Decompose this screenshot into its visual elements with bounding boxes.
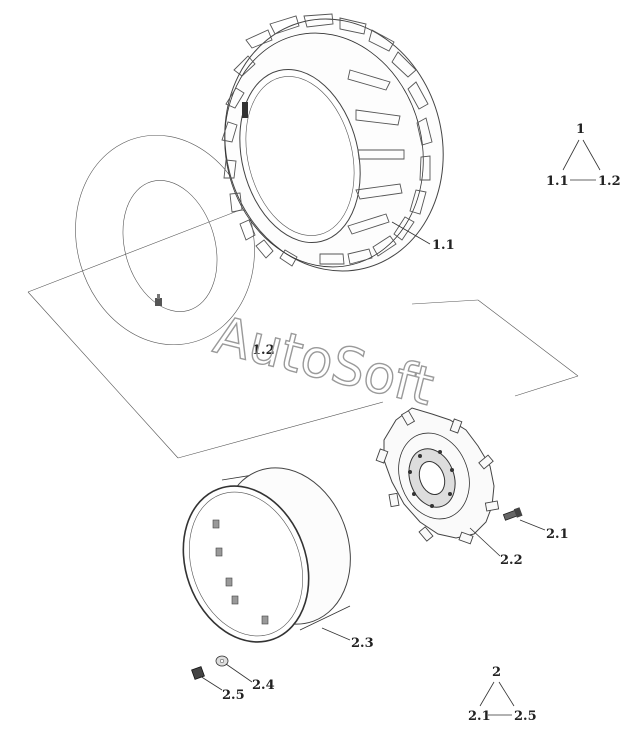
tread-lugs [221, 13, 433, 267]
tire-valve-icon [242, 102, 248, 118]
rim [182, 467, 351, 643]
tree-2-right: 2.5 [514, 709, 537, 724]
label-washer: 2.4 [252, 678, 275, 693]
label-nut: 2.5 [222, 688, 245, 703]
assembly-tree-1: 1 1.1 1.2 [546, 122, 621, 189]
label-tube: 1.2 [252, 343, 275, 358]
rim-lugs [212, 519, 269, 625]
label-hub-disc: 2.2 [500, 553, 523, 568]
bolt-icon [502, 507, 523, 521]
nut-icon [191, 666, 205, 680]
watermark: AutoSoft [208, 306, 439, 418]
label-tire: 1.1 [432, 238, 455, 253]
tube-valve-icon [155, 294, 162, 306]
tree-2-root: 2 [492, 665, 501, 680]
tree-1-left: 1.1 [546, 174, 569, 189]
label-bolt: 2.1 [546, 527, 569, 542]
hub-bolt-holes [408, 450, 454, 508]
label-rim: 2.3 [351, 636, 374, 651]
assembly-tree-2: 2 2.1 2.5 [468, 665, 537, 724]
leader-lines [199, 221, 546, 691]
tire [221, 13, 444, 272]
hub-disc [375, 407, 500, 545]
tree-1-right: 1.2 [598, 174, 621, 189]
tree-1-root: 1 [576, 122, 585, 137]
tree-2-left: 2.1 [468, 709, 491, 724]
washer-icon [215, 655, 229, 667]
